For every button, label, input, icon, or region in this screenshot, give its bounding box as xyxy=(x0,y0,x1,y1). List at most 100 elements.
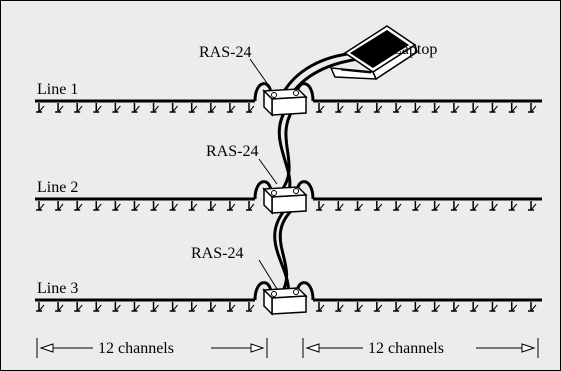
geophone xyxy=(450,103,460,113)
unit-leader-3 xyxy=(258,259,278,290)
geophone xyxy=(131,201,140,211)
geophone xyxy=(36,201,45,211)
geophone xyxy=(508,302,518,312)
geophone xyxy=(412,201,421,211)
geophone xyxy=(246,302,255,312)
geophone xyxy=(489,103,498,113)
geophone xyxy=(246,103,255,113)
geophone xyxy=(246,201,255,211)
geophone xyxy=(412,103,421,113)
geophone xyxy=(431,103,441,113)
geophone xyxy=(55,302,64,312)
geophone xyxy=(74,302,83,312)
unit-label-2: RAS-24 xyxy=(206,143,258,160)
geophone xyxy=(335,302,344,312)
laptop-label: Laptop xyxy=(392,41,437,58)
geophone xyxy=(55,201,64,211)
geophone xyxy=(150,201,159,211)
geophone xyxy=(316,302,325,312)
channel-group-left xyxy=(36,338,268,358)
line-label-2: Line 2 xyxy=(37,179,78,196)
geophone xyxy=(74,103,83,113)
geophone xyxy=(489,302,498,312)
line-label-1: Line 1 xyxy=(37,81,78,98)
geophone xyxy=(131,302,140,312)
laptop-icon xyxy=(329,25,418,81)
geophone xyxy=(169,302,179,312)
geophone xyxy=(470,302,479,312)
geophone xyxy=(528,302,537,312)
geophone xyxy=(207,302,217,312)
geophone xyxy=(508,201,518,211)
geophone xyxy=(489,201,498,211)
unit-cable-2-3 xyxy=(278,209,293,297)
unit-leader-2 xyxy=(258,158,278,185)
geophone xyxy=(207,103,217,113)
channel-group-label-left: 12 channels xyxy=(98,340,174,357)
geophone xyxy=(112,201,121,211)
geophone xyxy=(188,302,198,312)
ras-24-unit-3 xyxy=(262,287,308,316)
geophone xyxy=(528,103,537,113)
geophone xyxy=(412,302,421,312)
geophone xyxy=(508,103,518,113)
geophone xyxy=(354,201,363,211)
geophone xyxy=(93,302,102,312)
geophone xyxy=(354,302,363,312)
geophone xyxy=(93,103,102,113)
geophone xyxy=(335,201,344,211)
geophone xyxy=(373,103,383,113)
line-label-3: Line 3 xyxy=(37,280,78,297)
geophone xyxy=(450,201,460,211)
geophone xyxy=(335,103,344,113)
geophone xyxy=(169,201,179,211)
geophone xyxy=(226,103,236,113)
geophone xyxy=(373,302,383,312)
geophone xyxy=(373,201,383,211)
units-layer xyxy=(262,88,308,316)
geophone xyxy=(207,201,217,211)
geophone xyxy=(354,103,363,113)
geophone xyxy=(431,302,441,312)
unit-cable-1-2 xyxy=(279,112,293,192)
geophone xyxy=(169,103,179,113)
geophone xyxy=(450,302,460,312)
geophone-line-1 xyxy=(35,82,542,113)
ras-24-unit-1 xyxy=(262,88,308,117)
lines-layer xyxy=(35,82,542,312)
unit-label-3: RAS-24 xyxy=(191,245,243,262)
geophone xyxy=(93,201,102,211)
geophone xyxy=(393,201,402,211)
geophone xyxy=(393,302,402,312)
geophone xyxy=(431,201,441,211)
geophone xyxy=(150,302,159,312)
geophone xyxy=(112,103,121,113)
geophone xyxy=(131,103,140,113)
geophone xyxy=(226,201,236,211)
geophone xyxy=(55,103,64,113)
ras-24-unit-2 xyxy=(262,186,308,215)
unit-cable-2-3b xyxy=(273,210,290,297)
unit-leader-1 xyxy=(249,58,270,87)
geophone xyxy=(470,201,479,211)
geophone xyxy=(112,302,121,312)
geophone xyxy=(36,103,45,113)
geophone-line-2 xyxy=(35,180,542,211)
geophone xyxy=(393,103,402,113)
unit-cable-1-2b xyxy=(277,112,292,192)
geophone xyxy=(188,103,198,113)
geophone xyxy=(74,201,83,211)
channel-group-label-right: 12 channels xyxy=(368,340,444,357)
geophone xyxy=(470,103,479,113)
unit-label-1: RAS-24 xyxy=(199,44,251,61)
channel-group-right xyxy=(302,338,539,358)
geophone xyxy=(36,302,45,312)
geophone xyxy=(316,103,325,113)
geophone xyxy=(226,302,236,312)
geophone xyxy=(188,201,198,211)
geophone xyxy=(150,103,159,113)
geophone xyxy=(316,201,325,211)
geophone xyxy=(528,201,537,211)
